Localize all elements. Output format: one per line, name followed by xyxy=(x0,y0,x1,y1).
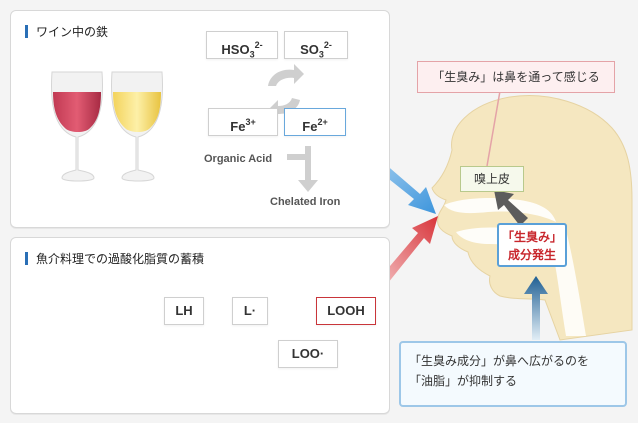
hso3-box: HSO32- xyxy=(206,31,278,60)
l-radical-box: L· xyxy=(232,297,268,325)
organic-acid-label: Organic Acid xyxy=(204,153,273,165)
wine-panel-title: ワイン中の鉄 xyxy=(25,23,108,40)
title-marker xyxy=(25,25,28,38)
so3-box: SO32- xyxy=(284,31,348,60)
wine-panel-title-text: ワイン中の鉄 xyxy=(36,25,109,39)
odor-line-1: 「生臭み」 xyxy=(501,230,562,244)
suppression-line-1: 「生臭み成分」が鼻へ広がるのを xyxy=(409,354,590,368)
chelated-iron-label: Chelated Iron xyxy=(270,196,341,208)
head-silhouette xyxy=(431,95,633,341)
odor-to-epithelium-arrow xyxy=(494,190,528,226)
looh-box: LOOH xyxy=(316,297,376,325)
fe3-box: Fe3+ xyxy=(208,108,278,136)
oil-suppression-callout: 「生臭み成分」が鼻へ広がるのを 「油脂」が抑制する xyxy=(399,341,627,407)
odor-line-2: 成分発生 xyxy=(507,248,556,262)
callout-pointer xyxy=(486,90,501,167)
nasal-cavity xyxy=(444,197,556,222)
seafood-panel-title-text: 魚介料理での過酸化脂質の蓄積 xyxy=(36,252,205,266)
seafood-panel-title: 魚介料理での過酸化脂質の蓄積 xyxy=(25,250,204,267)
lh-box: LH xyxy=(164,297,204,325)
suppression-line-2: 「油脂」が抑制する xyxy=(409,374,518,388)
odor-perception-callout: 「生臭み」は鼻を通って感じる xyxy=(417,61,615,93)
olfactory-epithelium-label: 嗅上皮 xyxy=(460,166,524,192)
white-wine-glass xyxy=(111,71,163,182)
seafood-lipid-panel: 魚介料理での過酸化脂質の蓄積 xyxy=(10,237,390,414)
suppression-arrow xyxy=(524,276,548,340)
red-wine-glass xyxy=(51,71,103,182)
fe2-box: Fe2+ xyxy=(284,108,346,136)
loo-radical-box: LOO· xyxy=(278,340,338,368)
title-marker xyxy=(25,252,28,265)
organic-acid-arrow xyxy=(287,146,318,192)
odor-generation-box: 「生臭み」 成分発生 xyxy=(497,223,567,267)
